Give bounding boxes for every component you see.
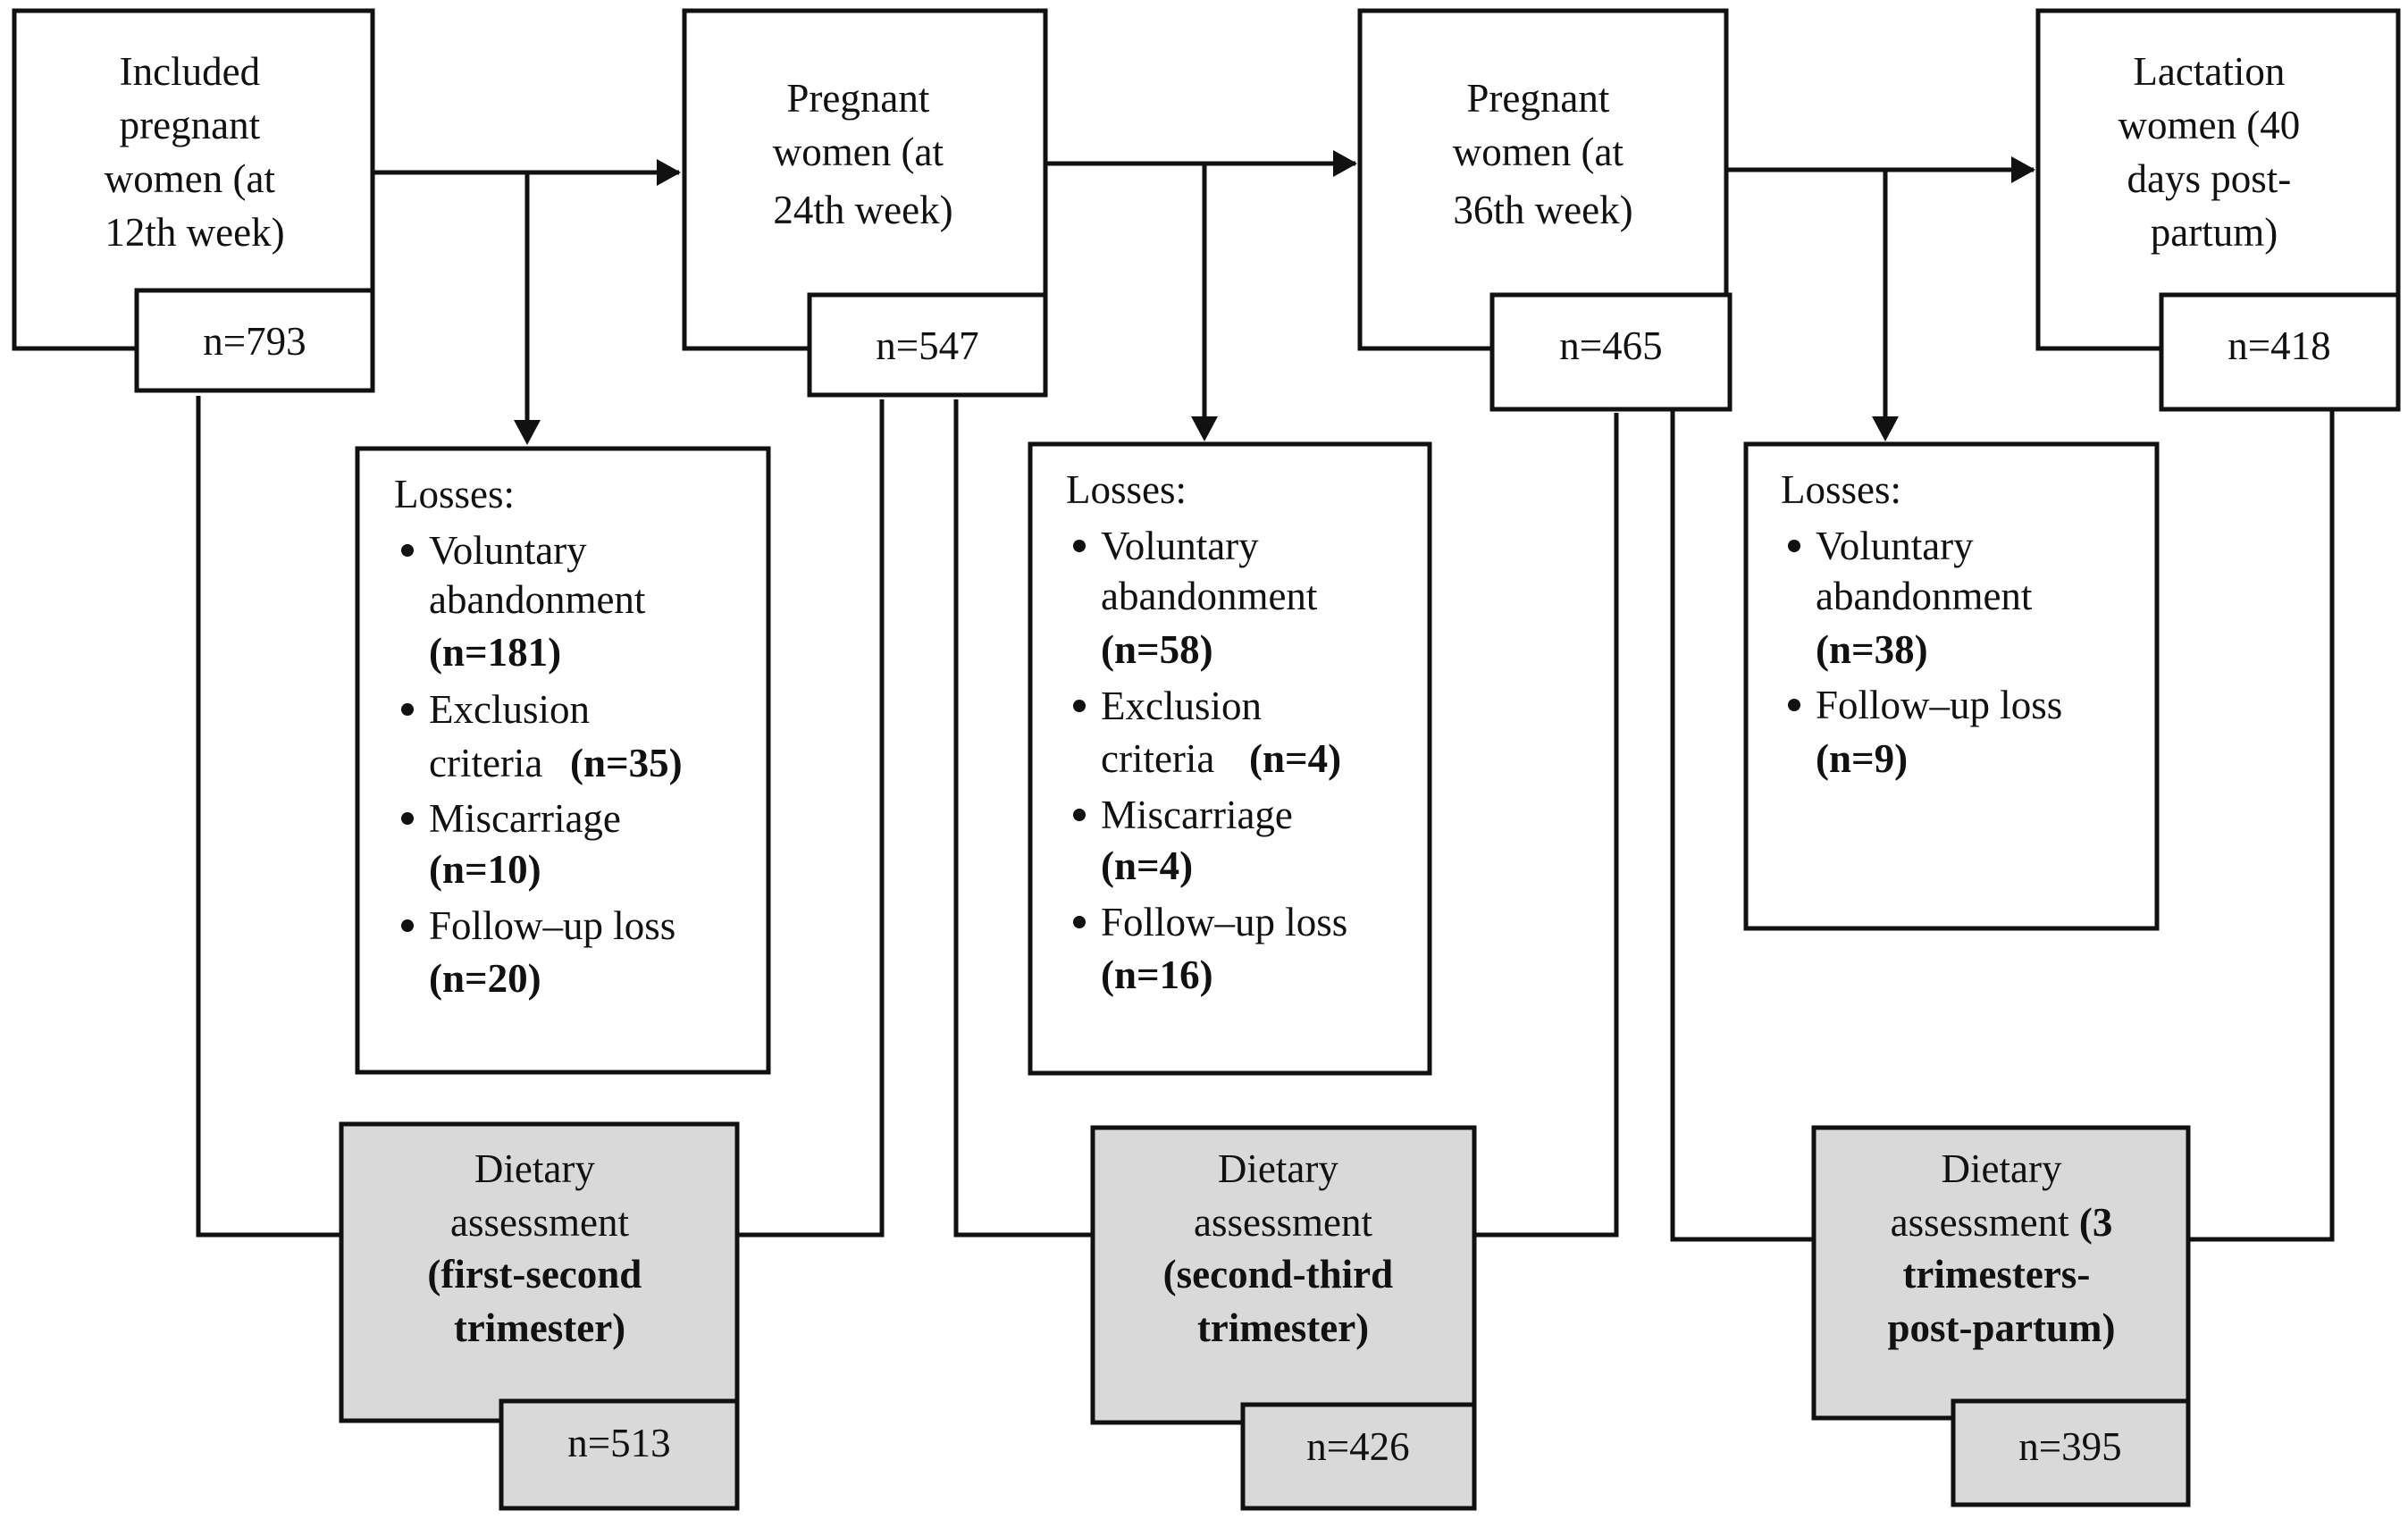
loss-item-label: Exclusion criteria (1101, 684, 1271, 781)
bullet-icon (401, 919, 414, 932)
losses-box-1 (355, 446, 771, 1075)
stage-label-line: Included (120, 49, 260, 94)
stage-label-12th-week: Included pregnant women (at 12th week) (105, 49, 285, 255)
stage-box-postpartum (2035, 8, 2401, 351)
loss-item-count: (n=16) (1101, 953, 1213, 997)
loss-item-label: Exclusion criteria (429, 687, 600, 785)
bullet-icon (1073, 700, 1086, 712)
stage-label-line: Pregnant (1466, 76, 1609, 121)
dietary-label-1: Dietary assessment (450, 1146, 629, 1245)
link-stage2-to-dietary2 (953, 399, 1093, 1238)
stage-label-line: pregnant (120, 103, 261, 147)
link-stage2-to-dietary1 (737, 399, 885, 1238)
dietary-box-3 (1811, 1125, 2191, 1421)
bullet-icon (1788, 540, 1800, 552)
loss-item-label: Follow–up loss (1101, 900, 1347, 944)
stage-label-line: Pregnant (786, 76, 929, 121)
dietary-n-2: n=426 (1306, 1424, 1409, 1469)
loss-item-label: Voluntary abandonment (429, 528, 646, 622)
stage-n-box-36th-week (1489, 292, 1733, 412)
dietary-period-3: trimesters- post-partum) (1888, 1252, 2116, 1350)
losses-list-2: Voluntary abandonment (n=58) Exclusion c… (1073, 524, 1347, 997)
loss-item-label: Miscarriage (429, 796, 621, 841)
link-stage1-to-dietary1 (196, 396, 341, 1238)
dietary-box-2 (1090, 1125, 1477, 1425)
loss-item-count: (n=38) (1816, 627, 1928, 672)
loss-item-count: (n=9) (1816, 736, 1908, 781)
link-stage4-to-dietary3 (2188, 411, 2335, 1242)
stage-label-line: women (at (773, 130, 944, 174)
stage-label-line: 36th week) (1453, 188, 1632, 232)
stage-label-line: Lactation (2133, 49, 2285, 94)
loss-item-label: Voluntary abandonment (1101, 524, 1318, 618)
dietary-n-3: n=395 (2018, 1424, 2121, 1469)
loss-item-label: Follow–up loss (1816, 683, 2062, 727)
loss-item-label: Miscarriage (1101, 793, 1293, 837)
dietary-label-2: Dietary assessment (1194, 1146, 1372, 1245)
dietary-label-3: Dietary (1942, 1146, 2062, 1191)
losses-box-2 (1028, 441, 1432, 1076)
bullet-icon (1073, 540, 1086, 552)
stage-label-line: partum) (2151, 210, 2278, 255)
stage-label-36th-week: Pregnant women (at 36th week) (1453, 76, 1633, 232)
loss-item-label: Voluntary abandonment (1816, 524, 2033, 618)
stage-label-postpartum: Lactation women (40 days post- partum) (2119, 49, 2311, 255)
stage-n-36th-week: n=465 (1559, 323, 1662, 368)
bullet-icon (401, 812, 414, 825)
loss-item-count: (n=10) (429, 847, 541, 892)
loss-item-label: Follow–up loss (429, 903, 675, 948)
loss-item-count: (n=4) (1101, 843, 1193, 888)
losses-title: Losses: (394, 472, 515, 516)
stage-label-line: women (at (105, 156, 276, 201)
dietary-boxes (339, 1121, 2191, 1511)
loss-item-count: (n=181) (429, 630, 561, 675)
stage-label-line: 24th week) (773, 188, 952, 232)
losses-list-1: Voluntary abandonment (n=181) Exclusion … (401, 528, 683, 1001)
stage-label-line: days post- (2127, 156, 2292, 201)
loss-item-count: (n=58) (1101, 627, 1213, 672)
bullet-icon (1073, 809, 1086, 821)
losses-boxes (355, 441, 2160, 1076)
stage-n-box-12th-week (134, 288, 375, 393)
stage-n-12th-week: n=793 (203, 319, 306, 364)
link-stage3-to-dietary2 (1474, 413, 1619, 1238)
losses-box-3 (1743, 441, 2160, 931)
stage-n-postpartum: n=418 (2228, 323, 2330, 368)
stage-n-box-postpartum (2159, 292, 2401, 412)
dietary-n-box-1 (499, 1398, 740, 1511)
losses-title: Losses: (1781, 467, 1901, 512)
bullet-icon (401, 703, 414, 716)
stage-boxes (12, 8, 2401, 412)
stage-box-36th-week (1357, 8, 1729, 351)
stage-box-24th-week (682, 8, 1048, 351)
stage-n-box-24th-week (807, 292, 1048, 398)
losses-list-3: Voluntary abandonment (n=38) Follow–up l… (1788, 524, 2062, 781)
stage-label-line: women (at (1453, 130, 1624, 174)
link-stage3-to-dietary3 (1670, 404, 1814, 1242)
dietary-box-1 (339, 1121, 740, 1423)
stage-n-24th-week: n=547 (876, 323, 978, 368)
bullet-icon (1073, 916, 1086, 928)
bullet-icon (401, 544, 414, 557)
dietary-n-box-2 (1240, 1402, 1477, 1511)
loss-item-count: (n=20) (429, 956, 541, 1001)
loss-item-count: (n=35) (570, 741, 683, 785)
dietary-period-2: (second-third trimester) (1163, 1252, 1404, 1350)
dietary-label-3b: assessment (3 (1891, 1200, 2113, 1245)
dietary-n-1: n=513 (567, 1421, 670, 1465)
stage-label-24th-week: Pregnant women (at 24th week) (773, 76, 953, 232)
bullet-icon (1788, 699, 1800, 711)
connectors (196, 150, 2335, 1242)
losses-title: Losses: (1066, 467, 1187, 512)
stage-label-line: 12th week) (105, 210, 284, 255)
dietary-period-1: (first-second trimester) (427, 1252, 651, 1350)
loss-item-count: (n=4) (1249, 736, 1341, 781)
stage-label-line: women (40 (2119, 103, 2301, 147)
dietary-n-box-3 (1951, 1398, 2191, 1507)
